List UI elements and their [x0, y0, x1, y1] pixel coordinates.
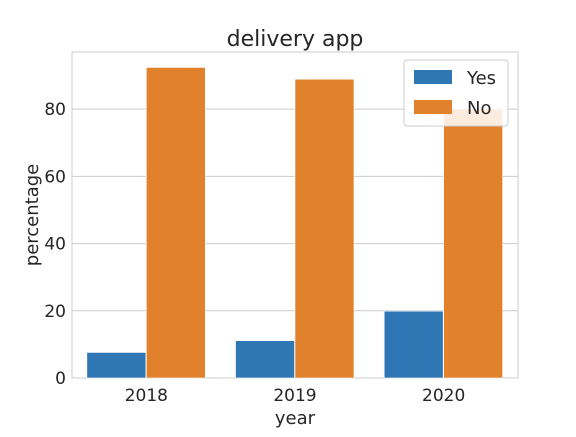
y-tick-label: 60 — [44, 167, 66, 187]
legend-swatch-no — [414, 100, 452, 114]
bar-2019-yes — [235, 340, 295, 379]
x-axis-label: year — [275, 408, 316, 429]
bar-2020-no — [443, 108, 503, 379]
legend-label-yes: Yes — [466, 68, 496, 89]
chart-title: delivery app — [227, 27, 364, 52]
legend-swatch-yes — [414, 70, 452, 84]
x-tick-label: 2018 — [125, 386, 168, 406]
legend-label-no: No — [467, 98, 491, 119]
y-axis-label: percentage — [22, 164, 43, 266]
y-tick-label: 20 — [44, 302, 66, 322]
bar-2020-yes — [383, 310, 444, 379]
x-tick-label: 2020 — [422, 386, 465, 406]
bars — [86, 67, 503, 379]
y-tick-label: 0 — [55, 369, 66, 389]
bar-2018-yes — [86, 352, 147, 379]
x-tick-label: 2019 — [273, 386, 316, 406]
bar-2018-no — [146, 67, 206, 379]
legend: Yes No — [403, 59, 509, 127]
y-tick-label: 40 — [44, 235, 66, 255]
y-tick-label: 80 — [44, 100, 66, 120]
bar-2019-no — [294, 78, 355, 379]
x-ticks: 2018 2019 2020 — [125, 386, 466, 406]
y-ticks: 0 20 40 60 80 — [44, 100, 66, 389]
